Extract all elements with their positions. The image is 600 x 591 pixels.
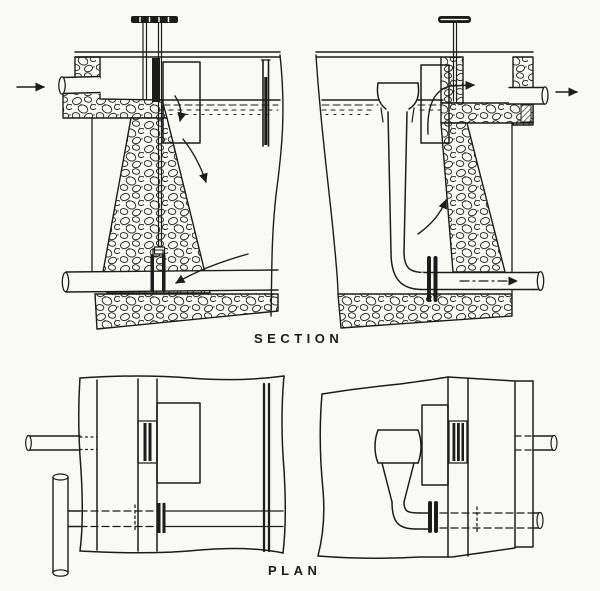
buttress-wall: [102, 117, 211, 294]
drain-pipe-end: [532, 511, 544, 530]
section-view-right: [315, 16, 578, 329]
baffle-box: [421, 404, 449, 486]
sluice-gate: [152, 58, 160, 102]
masonry-wall: [337, 56, 534, 329]
pipe-flange: [427, 256, 438, 302]
hatched-block: [520, 104, 532, 123]
bottom-break: [79, 547, 284, 554]
drain-pipe-hidden: [439, 506, 534, 533]
water-level: [321, 99, 444, 116]
plan-label: PLAN: [268, 563, 322, 578]
buttress-wall: [440, 122, 506, 273]
sluice-gate: [137, 420, 158, 464]
baffle-box: [156, 402, 201, 484]
break-line: [281, 375, 287, 554]
outlet-pipe: [508, 86, 549, 105]
masonry-wall: [62, 56, 279, 330]
plan-view-right: [317, 376, 558, 560]
floor-slab: [94, 293, 279, 330]
top-edge: [447, 376, 534, 382]
washout-pipe: [61, 269, 279, 293]
washout-tee-pipe: [52, 473, 81, 577]
head-wall: [96, 378, 158, 552]
outlet-wall: [447, 376, 469, 558]
outlet-drain-pipe: [420, 270, 545, 292]
inlet-pipe: [25, 434, 98, 452]
scum-board: [262, 382, 271, 553]
penstock-handwheel-icon: [131, 16, 178, 23]
outlet-elbow: [390, 251, 425, 291]
washout-valve: [150, 249, 166, 292]
pipe-flange: [428, 501, 438, 533]
bellmouth-pipe: [374, 429, 422, 503]
flow-arrows: [417, 80, 475, 235]
penstock-stem: [452, 22, 458, 102]
top-break: [321, 376, 449, 395]
section-label: SECTION: [254, 331, 344, 346]
break-line: [315, 54, 339, 295]
flow-arrows: [174, 95, 249, 284]
water-level: [157, 99, 281, 116]
scum-board: [260, 59, 271, 147]
gate-screw-stem: [142, 22, 148, 100]
bellmouth-pipe: [376, 82, 420, 253]
inlet-pipe: [58, 75, 101, 95]
sluice-gate: [448, 420, 468, 464]
outer-face: [77, 377, 84, 552]
end-wall: [514, 380, 534, 548]
plan-view-left: [25, 375, 287, 577]
top-break: [79, 375, 285, 381]
bottom-break: [317, 547, 516, 560]
washout-flow-arrow: [175, 253, 249, 284]
floor-slab: [337, 293, 513, 329]
valve-spindle: [157, 22, 163, 248]
section-view-left: [16, 16, 284, 330]
baffle-box: [162, 61, 201, 144]
break-line: [270, 54, 284, 317]
break-line: [317, 393, 325, 557]
pipe-flange: [157, 503, 166, 533]
top-slab: [315, 51, 534, 58]
washout-pipe-hidden: [79, 504, 158, 532]
outlet-elbow: [391, 501, 429, 530]
outlet-pipe: [514, 434, 558, 452]
washout-pipe: [165, 510, 284, 528]
top-slab: [74, 51, 281, 58]
tee-handle-icon: [438, 16, 471, 23]
baffle-box: [420, 64, 450, 144]
